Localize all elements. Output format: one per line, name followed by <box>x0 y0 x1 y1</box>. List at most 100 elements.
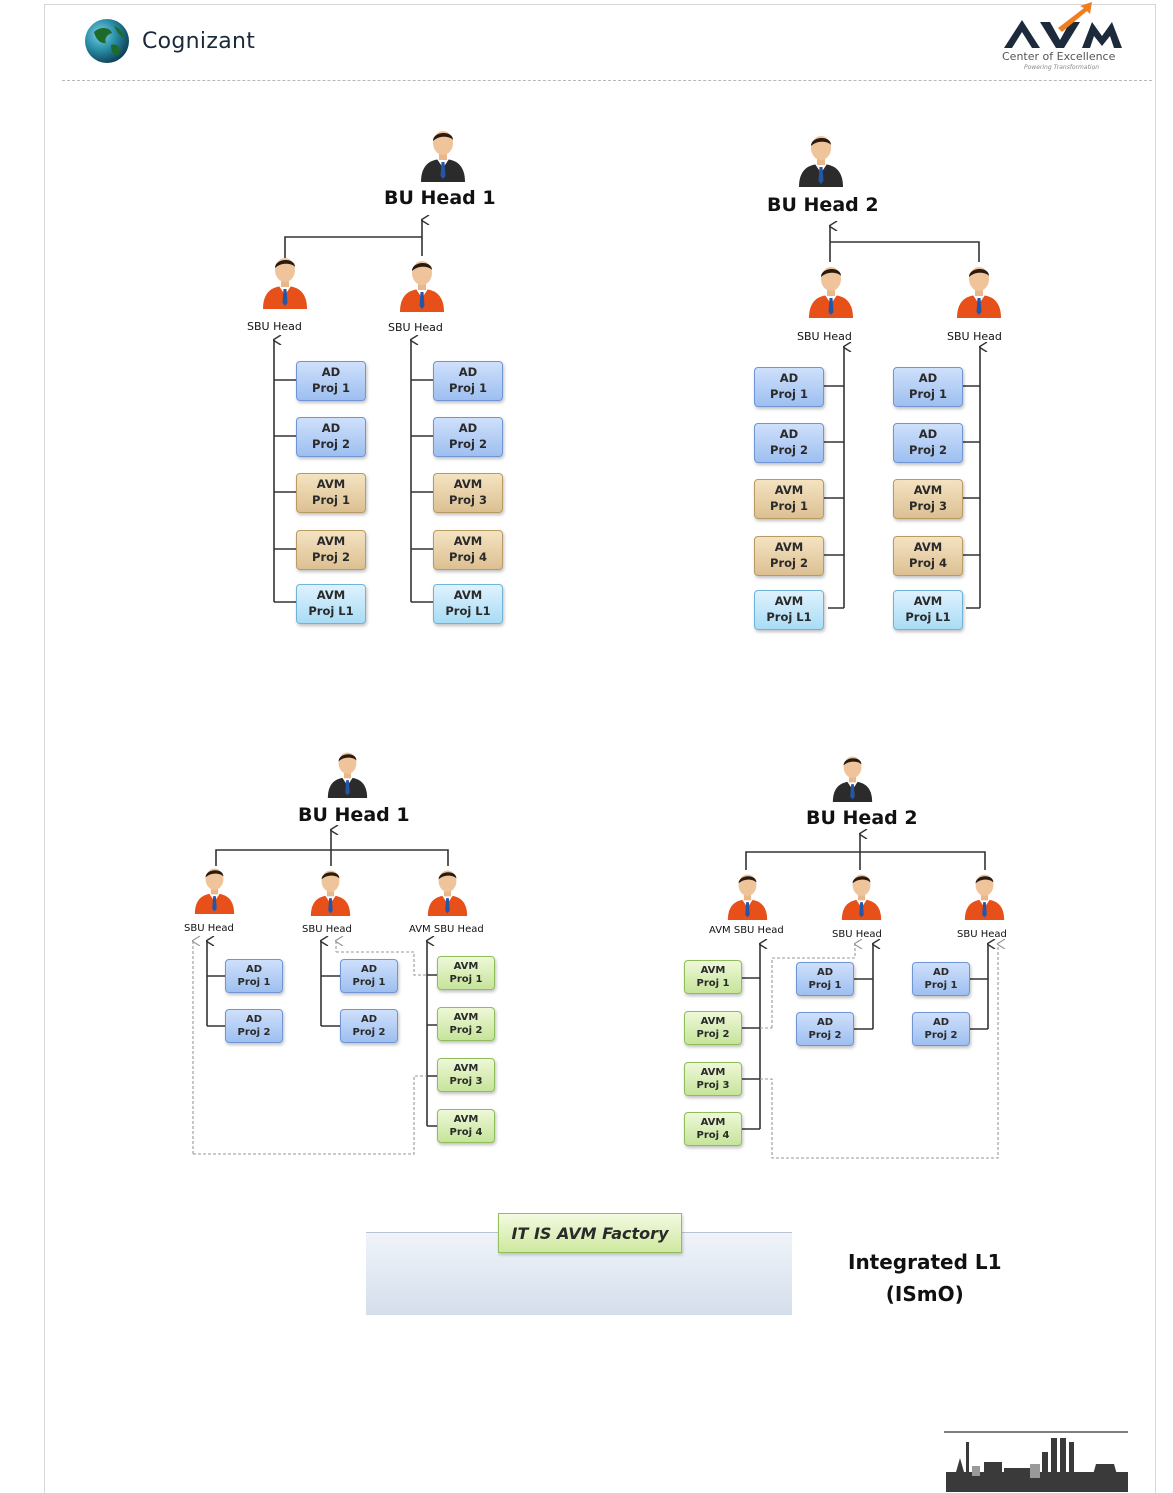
header-divider <box>62 80 1152 81</box>
project-type: AVM <box>453 588 483 603</box>
project-name: Proj 1 <box>909 387 947 401</box>
project-type: AVM <box>453 534 483 549</box>
person-icon <box>324 748 371 802</box>
bu-head-2-label: BU Head 2 <box>767 194 879 216</box>
cognizant-logo: Cognizant <box>84 16 255 66</box>
project-name: Proj 4 <box>449 550 487 564</box>
project-type: AD <box>245 1013 263 1025</box>
project-name: Proj 2 <box>312 550 350 564</box>
project-type: AD <box>321 365 341 380</box>
ad-project-box: AD Proj 2 <box>225 1009 283 1043</box>
project-type: AD <box>932 966 950 978</box>
project-type: AVM <box>453 960 479 972</box>
avm-subtitle: Center of Excellence <box>1002 50 1116 63</box>
project-type: AVM <box>453 1113 479 1125</box>
project-name: Proj 2 <box>770 556 808 570</box>
project-name: Proj 2 <box>449 1025 483 1036</box>
sbu-head-label: SBU Head <box>832 929 882 940</box>
project-type: AVM <box>700 964 726 976</box>
project-type: AD <box>360 1013 378 1025</box>
project-name: Proj 4 <box>909 556 947 570</box>
project-name: Proj 2 <box>696 1029 730 1040</box>
project-name: Proj L1 <box>308 604 354 618</box>
sbu-head-label: SBU Head <box>302 924 352 935</box>
person-icon <box>805 262 857 322</box>
project-name: Proj 1 <box>352 977 386 988</box>
brand-name: Cognizant <box>142 28 256 54</box>
project-type: AVM <box>453 477 483 492</box>
project-type: AVM <box>700 1066 726 1078</box>
avm-logo-icon <box>1004 2 1122 48</box>
project-name: Proj 2 <box>808 1030 842 1041</box>
project-name: Proj 3 <box>696 1080 730 1091</box>
project-type: AD <box>779 371 799 386</box>
integrated-l1-caption: Integrated L1 (ISmO) <box>848 1246 1002 1310</box>
avm-project-box: AVM Proj 1 <box>437 956 495 990</box>
factory-silhouette-icon <box>944 1431 1128 1492</box>
project-name: Proj 4 <box>449 1127 483 1138</box>
avm-tagline: Powering Transformation <box>1024 64 1100 71</box>
bu-head-1-label: BU Head 1 <box>298 804 410 826</box>
project-type: AVM <box>453 1011 479 1023</box>
project-name: Proj L1 <box>766 610 812 624</box>
avm-project-box: AVM Proj 4 <box>437 1109 495 1143</box>
project-name: Proj 3 <box>449 1076 483 1087</box>
bu-head-1-label: BU Head 1 <box>384 187 496 209</box>
project-name: Proj 2 <box>449 437 487 451</box>
person-icon <box>417 126 469 186</box>
project-type: AD <box>816 1016 834 1028</box>
project-type: AVM <box>774 483 804 498</box>
project-type: AVM <box>316 588 346 603</box>
project-type: AD <box>245 963 263 975</box>
person-icon <box>424 866 471 920</box>
project-name: Proj 1 <box>449 974 483 985</box>
project-type: AVM <box>700 1116 726 1128</box>
sbu-head-label: SBU Head <box>797 330 852 343</box>
project-name: Proj 2 <box>924 1030 958 1041</box>
person-icon <box>307 866 354 920</box>
project-type: AD <box>779 427 799 442</box>
project-name: Proj 1 <box>770 387 808 401</box>
sbu-head-label: SBU Head <box>957 929 1007 940</box>
project-type: AD <box>458 421 478 436</box>
project-name: Proj 1 <box>808 980 842 991</box>
project-name: Proj 2 <box>237 1027 271 1038</box>
project-type: AD <box>918 371 938 386</box>
sbu-head-label: SBU Head <box>184 923 234 934</box>
project-name: Proj 3 <box>909 499 947 513</box>
caption-line-1: Integrated L1 <box>848 1250 1002 1274</box>
page-frame <box>44 4 1156 1493</box>
bu-head-2-label: BU Head 2 <box>806 807 918 829</box>
project-type: AVM <box>316 534 346 549</box>
avm-logo <box>1000 2 1125 76</box>
project-name: Proj L1 <box>905 610 951 624</box>
project-type: AVM <box>316 477 346 492</box>
project-name: Proj 3 <box>449 493 487 507</box>
project-type: AVM <box>913 594 943 609</box>
project-name: Proj 1 <box>312 381 350 395</box>
project-name: Proj 1 <box>312 493 350 507</box>
person-icon <box>724 870 771 924</box>
person-icon <box>795 131 847 191</box>
person-icon <box>953 262 1005 322</box>
project-type: AD <box>321 421 341 436</box>
